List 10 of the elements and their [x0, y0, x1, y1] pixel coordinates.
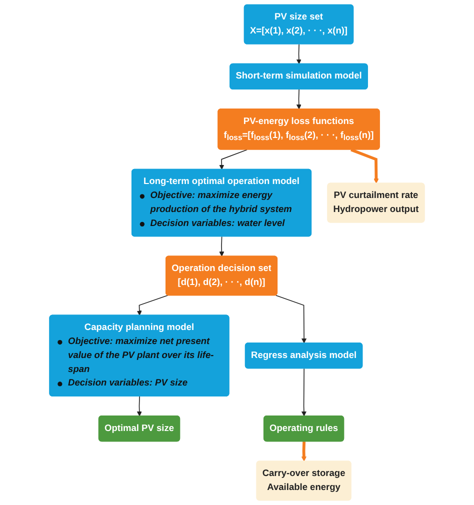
arrow [275, 295, 307, 344]
arrow [301, 368, 306, 416]
arrow [296, 89, 302, 110]
arrow [301, 442, 306, 462]
arrow [219, 236, 224, 257]
arrow [296, 44, 302, 64]
arrow [136, 396, 142, 416]
arrow [219, 149, 248, 170]
arrow [136, 295, 168, 316]
arrow [350, 148, 379, 184]
